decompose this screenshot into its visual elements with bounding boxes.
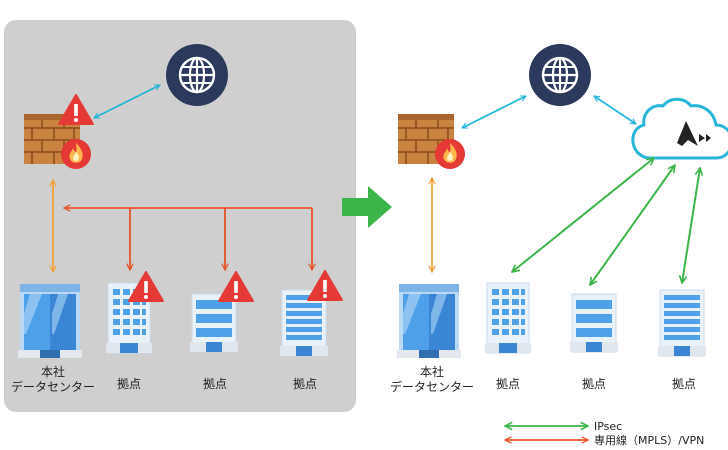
link-firewall-internet: [94, 84, 160, 119]
branch-label: 拠点: [293, 377, 317, 391]
ipsec-links: [512, 158, 700, 285]
hq-label-line1: 本社: [420, 364, 444, 379]
branch-label: 拠点: [672, 377, 696, 391]
hq-label-line2: データセンター: [390, 379, 474, 394]
hq-building-before: [18, 284, 82, 358]
branch-label: 拠点: [582, 377, 606, 391]
branch-building-before-2: [189, 293, 239, 353]
branch-building-after-1: [484, 282, 532, 354]
branch-building-after-2: [569, 293, 619, 353]
link-internet-cloud: [594, 95, 636, 125]
branch-label: 拠点: [117, 377, 141, 391]
globe-icon: [527, 42, 593, 108]
internet-globe-after: [527, 42, 593, 108]
hq-label-line1: 本社: [41, 364, 65, 379]
before-panel: [4, 20, 356, 412]
legend-leased-label: 専用線（MPLS）/VPN: [594, 433, 704, 447]
internet-globe-before: [164, 42, 230, 108]
firewall-after: [397, 113, 466, 170]
hq-label-line2: データセンター: [11, 379, 95, 394]
leased-line-bus: [64, 208, 312, 270]
brick-firewall-icon: [397, 113, 466, 170]
cloud-service-icon: [631, 97, 728, 160]
legend-ipsec-label: IPsec: [594, 420, 622, 433]
link-firewall-internet: [462, 95, 526, 129]
legend: IPsec 専用線（MPLS）/VPN: [505, 420, 704, 447]
hq-building-after: [397, 284, 461, 358]
branch-building-after-3: [657, 289, 707, 357]
globe-icon: [164, 42, 230, 108]
branch-label: 拠点: [496, 377, 520, 391]
branch-label: 拠点: [203, 377, 227, 391]
arrow-right-icon: [342, 186, 392, 228]
